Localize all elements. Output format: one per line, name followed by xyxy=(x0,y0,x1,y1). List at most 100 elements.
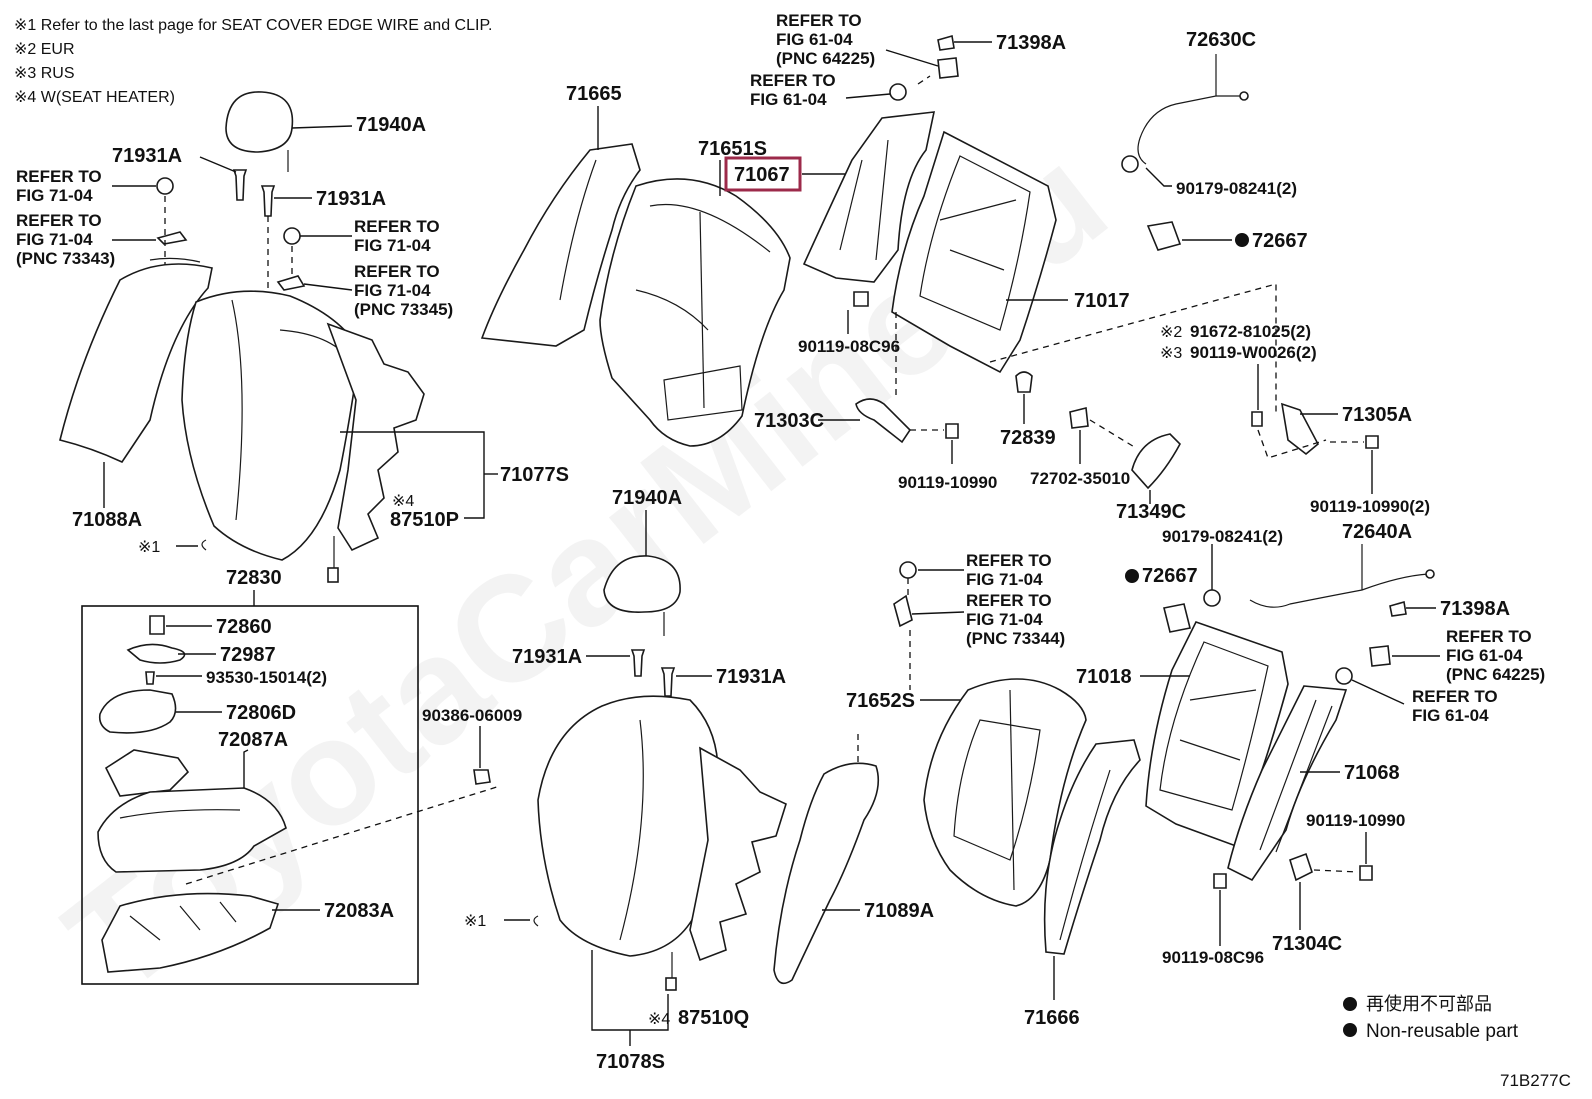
label-90386[interactable]: 90386-06009 xyxy=(422,706,522,725)
ref-fig-2[interactable]: FIG 71-04 xyxy=(16,230,93,249)
bolt-90119-10990-2-shape[interactable] xyxy=(1365,435,1379,449)
cover-71349C-shape[interactable] xyxy=(1131,433,1181,490)
clip-shape-c[interactable] xyxy=(283,227,301,245)
label-71305A[interactable]: 71305A xyxy=(1342,404,1412,426)
clip-72667-bot-shape[interactable] xyxy=(1163,603,1191,633)
label-72667-bot[interactable]: 72667 xyxy=(1142,565,1198,587)
bolt-90119-10990-bot-shape[interactable] xyxy=(1359,865,1373,881)
hinge-71303C-shape[interactable] xyxy=(855,398,912,444)
label-71931A-left-1[interactable]: 71931A xyxy=(112,145,182,167)
label-71088A[interactable]: 71088A xyxy=(72,509,142,531)
ref-fig-5[interactable]: FIG 61-04 xyxy=(776,30,853,49)
label-72987[interactable]: 72987 xyxy=(220,644,276,666)
label-87510P[interactable]: 87510P xyxy=(390,509,459,531)
plate-72987-shape[interactable] xyxy=(126,643,186,664)
label-71304C[interactable]: 71304C xyxy=(1272,933,1342,955)
label-90119-10990-bot[interactable]: 90119-10990 xyxy=(1306,811,1405,830)
side-trim-71665-shape[interactable] xyxy=(480,143,641,347)
label-71067[interactable]: 71067 xyxy=(734,164,790,186)
trim-71666-shape[interactable] xyxy=(1043,739,1141,955)
label-71931A-mid-2[interactable]: 71931A xyxy=(716,666,786,688)
label-72839[interactable]: 72839 xyxy=(1000,427,1056,449)
pad-71089A-shape[interactable] xyxy=(773,762,880,985)
ref-fig-7[interactable]: FIG 71-04 xyxy=(966,570,1043,589)
label-93530[interactable]: 93530-15014(2) xyxy=(206,668,327,687)
bolt-90119-08C96-bot-shape[interactable] xyxy=(1213,873,1227,889)
bumper-72839-shape[interactable] xyxy=(1015,371,1033,393)
label-71665[interactable]: 71665 xyxy=(566,83,622,105)
label-90119-W0026[interactable]: 90119-W0026(2) xyxy=(1190,343,1317,362)
base-72083A-shape[interactable] xyxy=(101,892,280,973)
label-87510Q[interactable]: 87510Q xyxy=(678,1007,749,1029)
label-71017[interactable]: 71017 xyxy=(1074,290,1130,312)
frame-71017-shape[interactable] xyxy=(891,130,1057,374)
label-72087A[interactable]: 72087A xyxy=(218,729,288,751)
lid-72806D-shape[interactable] xyxy=(98,689,177,734)
label-71398A-bot[interactable]: 71398A xyxy=(1440,598,1510,620)
body-72087A-shape[interactable] xyxy=(97,787,287,873)
clip-71-04-lower-a[interactable] xyxy=(899,561,917,579)
label-71078S[interactable]: 71078S xyxy=(596,1051,665,1073)
clip-90179-top-shape[interactable] xyxy=(1121,155,1139,173)
label-71931A-left-2[interactable]: 71931A xyxy=(316,188,386,210)
headrest-71940A-mid-shape[interactable] xyxy=(603,555,681,613)
clip-90179-bot-shape[interactable] xyxy=(1203,589,1221,607)
hinge-71304C-shape[interactable] xyxy=(1289,852,1313,882)
cover-71652S-shape[interactable] xyxy=(923,678,1087,907)
label-72830[interactable]: 72830 xyxy=(226,567,282,589)
label-90119-08C96-top[interactable]: 90119-08C96 xyxy=(798,337,900,356)
heater-87510Q-shape[interactable] xyxy=(689,746,787,962)
label-71089A[interactable]: 71089A xyxy=(864,900,934,922)
clip-shape-b[interactable] xyxy=(156,231,188,245)
label-72640A[interactable]: 72640A xyxy=(1342,521,1412,543)
clip-64225-shape[interactable] xyxy=(937,57,959,79)
nut-61-04-shape[interactable] xyxy=(889,83,907,101)
bolt-90119-08C96-top-shape[interactable] xyxy=(853,291,869,307)
label-71349C[interactable]: 71349C xyxy=(1116,501,1186,523)
hinge-71305A-shape[interactable] xyxy=(1280,402,1320,456)
label-91672[interactable]: 91672-81025(2) xyxy=(1190,322,1311,341)
cover-71651S-shape[interactable] xyxy=(599,178,791,447)
clip-64225-bot-shape[interactable] xyxy=(1369,645,1391,667)
nut-61-04-bot-shape[interactable] xyxy=(1335,667,1353,685)
ref-fig-3[interactable]: FIG 71-04 xyxy=(354,236,431,255)
bolt-90119-10990-mid-shape[interactable] xyxy=(945,423,959,439)
screw-71931A-shape-2[interactable] xyxy=(260,185,276,217)
cap-72860-shape[interactable] xyxy=(149,615,165,635)
bracket-71067-shape[interactable] xyxy=(802,111,936,283)
label-71018[interactable]: 71018 xyxy=(1076,666,1132,688)
label-71068[interactable]: 71068 xyxy=(1344,762,1400,784)
pad-71088A-shape[interactable] xyxy=(59,263,213,464)
label-72667-top[interactable]: 72667 xyxy=(1252,230,1308,252)
label-71398A-top[interactable]: 71398A xyxy=(996,32,1066,54)
ref-fig-10[interactable]: FIG 61-04 xyxy=(1412,706,1489,725)
label-90119-08C96-bot[interactable]: 90119-08C96 xyxy=(1162,948,1264,967)
clip-shape-a[interactable] xyxy=(156,177,174,195)
bracket-71068-shape[interactable] xyxy=(1227,685,1348,882)
label-71940A-top[interactable]: 71940A xyxy=(356,114,426,136)
ref-fig-6[interactable]: FIG 61-04 xyxy=(750,90,827,109)
screw-71931A-mid-1[interactable] xyxy=(630,649,646,677)
label-72860[interactable]: 72860 xyxy=(216,616,272,638)
screw-71931A-mid-2[interactable] xyxy=(660,667,676,697)
ref-fig-4[interactable]: FIG 71-04 xyxy=(354,281,431,300)
ref-fig-8[interactable]: FIG 71-04 xyxy=(966,610,1043,629)
label-90119-10990-mid[interactable]: 90119-10990 xyxy=(898,473,997,492)
ref-fig-1[interactable]: FIG 71-04 xyxy=(16,186,93,205)
label-71303C[interactable]: 71303C xyxy=(754,410,824,432)
clip-71398A-bot-shape[interactable] xyxy=(1389,600,1407,617)
bolt-91672-shape[interactable] xyxy=(1251,411,1263,427)
clip-72667-top-shape[interactable] xyxy=(1146,221,1182,251)
clip-shape-d[interactable] xyxy=(276,275,306,291)
screw-93530-shape[interactable] xyxy=(145,671,155,685)
screw-71931A-shape-1[interactable] xyxy=(232,169,248,201)
cable-72640A-shape[interactable] xyxy=(1249,544,1429,608)
label-71077S[interactable]: 71077S xyxy=(500,464,569,486)
tray-72087A-shape[interactable] xyxy=(104,749,190,797)
cover-71077S-shape[interactable] xyxy=(181,290,361,561)
label-72083A[interactable]: 72083A xyxy=(324,900,394,922)
label-71940A-mid[interactable]: 71940A xyxy=(612,487,682,509)
cable-72630C-shape[interactable] xyxy=(1137,54,1217,165)
label-72806D[interactable]: 72806D xyxy=(226,702,296,724)
label-72702[interactable]: 72702-35010 xyxy=(1030,469,1130,488)
